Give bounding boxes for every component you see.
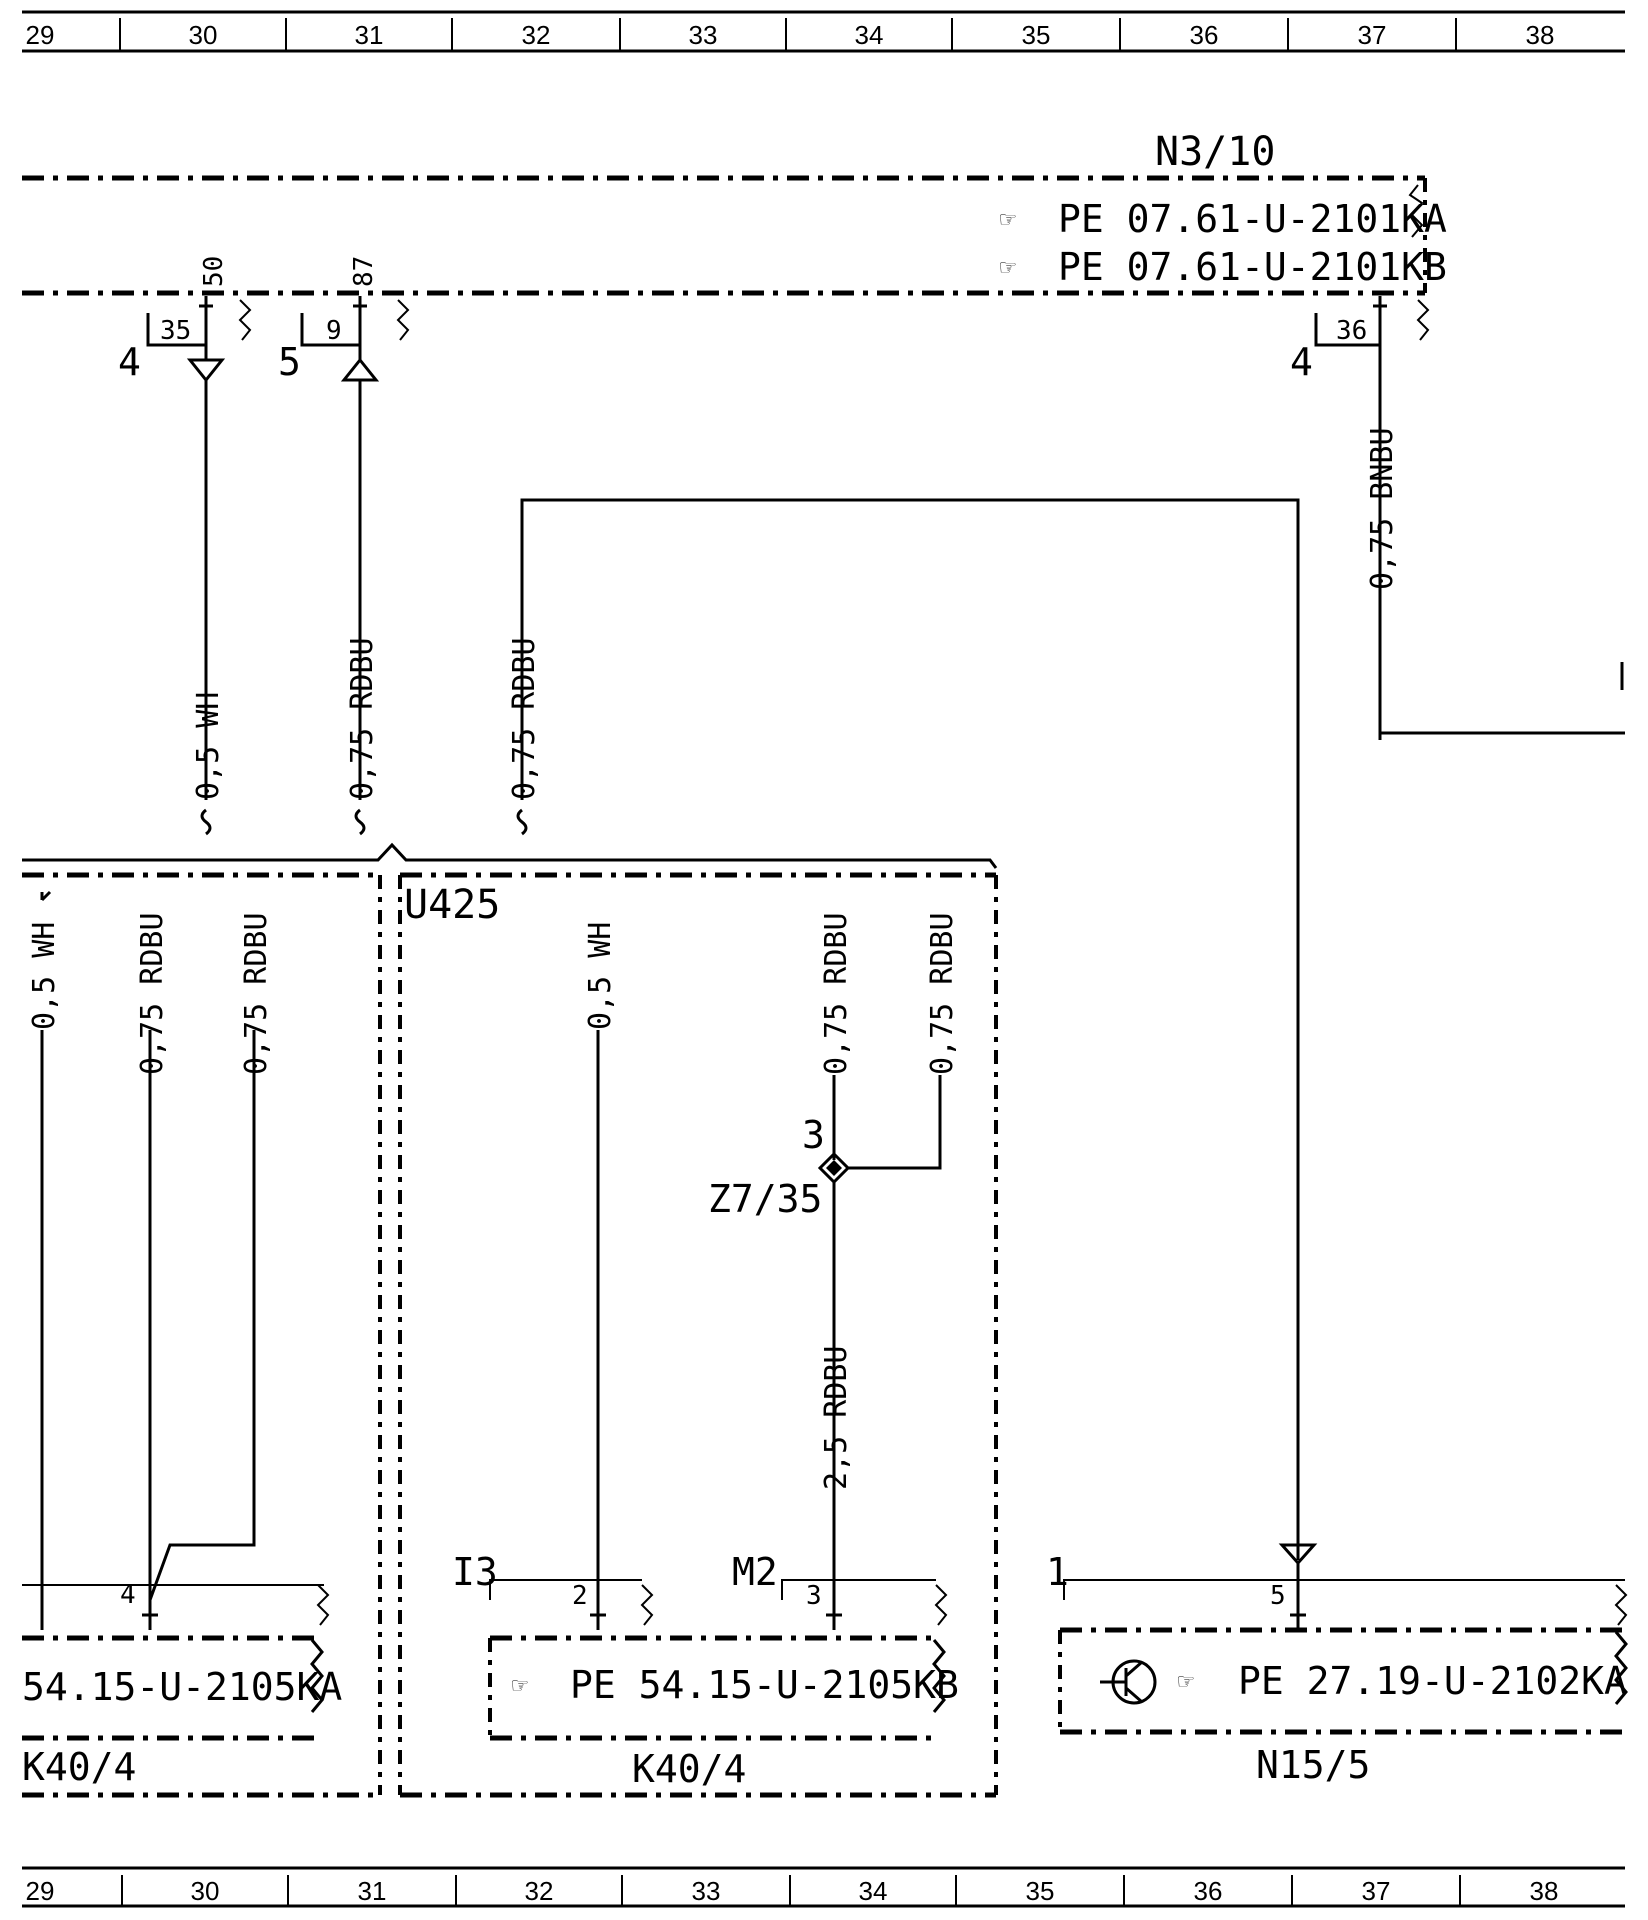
wire-left-rdbu-b: 0,75 RDBU: [148, 912, 274, 1601]
wire-u425-rdbu-b: 0,75 RDBU: [848, 912, 960, 1170]
left-block-ref[interactable]: 54.15-U-2105KA: [22, 1665, 342, 1709]
wire-label-l1: 0,5 WH: [27, 922, 62, 1030]
k40-4-label: K40/4: [632, 1747, 746, 1791]
hand-pointer-icon: ☞: [512, 1671, 528, 1701]
k40-4-pin-m: M2: [732, 1550, 778, 1594]
grid-label-bottom-30: 30: [191, 1876, 220, 1906]
splice-z7-35: 3 Z7/35: [708, 1113, 851, 1221]
pin-term-87: 87: [349, 256, 379, 287]
n3-10-label: N3/10: [1155, 129, 1275, 175]
wire-continuation-icon: [354, 808, 366, 836]
pin-number-9: 9: [326, 316, 342, 346]
k40-4-pin-m-num: 3: [806, 1581, 822, 1611]
wire-continuation-icon: [516, 808, 528, 836]
plug-arrow-down-icon: [1278, 1543, 1318, 1566]
wire-left-wh: 0,5 WH: [27, 890, 62, 1603]
pin-number-35: 35: [160, 316, 191, 346]
k40-4-ref-text: PE 54.15-U-2105KB: [570, 1663, 959, 1707]
n3-10-ref-b-text: PE 07.61-U-2101KB: [1058, 245, 1447, 289]
grid-label-31: 31: [355, 20, 384, 50]
plug-arrow-up-icon: [340, 357, 380, 382]
n3-10-pin-36: 36 4: [1290, 296, 1430, 740]
component-n15-5: 1 5 ☞ PE 27.19-U-2102KA N15/5: [1046, 1543, 1628, 1787]
left-block-pin: 4: [120, 1580, 136, 1610]
n3-10-ref-b[interactable]: ☞ PE 07.61-U-2101KB: [1000, 245, 1447, 289]
wire-u425-rdbu-a: 0,75 RDBU: [819, 912, 854, 1160]
wire-label-u3: 0,75 RDBU: [925, 912, 960, 1075]
k40-4-ref[interactable]: ☞ PE 54.15-U-2105KB: [512, 1663, 959, 1707]
left-block-label: K40/4: [22, 1745, 136, 1789]
grid-label-29: 29: [26, 20, 55, 50]
wire-rdbu-0-75-b: 0,75 RDBU: [507, 498, 1300, 1560]
wire-rdbu-0-75-a: 0,75 RDBU: [345, 380, 380, 836]
grid-label-bottom-32: 32: [525, 1876, 554, 1906]
n15-5-pin: 5: [1270, 1581, 1286, 1611]
hand-pointer-icon: ☞: [1178, 1667, 1194, 1697]
wire-label-u1: 0,5 WH: [583, 922, 618, 1030]
grid-label-bottom-31: 31: [358, 1876, 387, 1906]
grid-strip-top: 29 30 31 32 33 34 35 36 37 38: [22, 10, 1625, 53]
grid-strip-bottom: 29 30 31 32 33 34 35 36 37 38: [22, 1866, 1625, 1908]
n3-10-pin-9: 87 9 5: [278, 256, 410, 384]
component-k40-4: I3 2 M2 3 ☞ PE 54.15-U-2105KB K40/4: [452, 1550, 959, 1791]
wire-left-rdbu-a: 0,75 RDBU: [135, 912, 170, 1603]
pin-number-36: 36: [1336, 316, 1367, 346]
component-k40-4-left: 4 54.15-U-2105KA K40/4: [22, 1580, 342, 1789]
connector-label-5: 5: [278, 340, 301, 384]
grid-label-bottom-36: 36: [1194, 1876, 1223, 1906]
wire-continuation-icon: [200, 808, 212, 836]
grid-label-bottom-34: 34: [859, 1876, 888, 1906]
grid-label-35: 35: [1022, 20, 1051, 50]
wire-label-w1: 0,5 WH: [191, 692, 226, 800]
wire-label-l3: 0,75 RDBU: [239, 912, 274, 1075]
pin-term-50: 50: [199, 256, 229, 287]
n15-5-label: N15/5: [1256, 1743, 1370, 1787]
component-n3-10: N3/10 ☞ PE 07.61-U-2101KA ☞ PE 07.61-U-2…: [22, 129, 1447, 296]
wire-label-l2: 0,75 RDBU: [135, 912, 170, 1075]
n15-5-ref[interactable]: ☞ PE 27.19-U-2102KA: [1178, 1659, 1627, 1703]
wire-u425-rdbu-2-5: 2,5 RDBU: [819, 1180, 854, 1603]
grid-label-bottom-38: 38: [1530, 1876, 1559, 1906]
grid-label-33: 33: [689, 20, 718, 50]
grid-label-34: 34: [855, 20, 884, 50]
grid-label-bottom-37: 37: [1362, 1876, 1391, 1906]
u425-harness-group: U425: [22, 842, 998, 1798]
n3-10-ref-a-text: PE 07.61-U-2101KA: [1058, 197, 1447, 241]
break-zigzag-icon: [1408, 184, 1424, 238]
n15-5-ref-text: PE 27.19-U-2102KA: [1238, 1659, 1627, 1703]
n15-5-conn: 1: [1046, 1550, 1069, 1594]
splice-label: Z7/35: [708, 1177, 822, 1221]
plug-arrow-down-icon: [186, 358, 226, 383]
grid-label-38: 38: [1526, 20, 1555, 50]
connector-label-4b: 4: [1290, 340, 1313, 384]
wire-label-u4: 2,5 RDBU: [819, 1346, 854, 1491]
grid-label-37: 37: [1358, 20, 1387, 50]
n3-10-pin-35: 50 35 4: [118, 256, 252, 384]
grid-label-32: 32: [522, 20, 551, 50]
wire-u425-wh: 0,5 WH: [583, 922, 618, 1603]
wire-bnbu-0-75: 0,75 BNBU: [1365, 427, 1625, 740]
n3-10-ref-a[interactable]: ☞ PE 07.61-U-2101KA: [1000, 197, 1447, 241]
wire-label-u2: 0,75 RDBU: [819, 912, 854, 1075]
wire-label-w2: 0,75 RDBU: [345, 637, 380, 800]
splice-pin: 3: [802, 1113, 825, 1157]
wire-label-w3: 0,75 RDBU: [507, 637, 542, 800]
grid-label-bottom-29: 29: [26, 1876, 55, 1906]
k40-4-pin-i-num: 2: [572, 1581, 588, 1611]
wire-wh-0-5: 0,5 WH: [191, 380, 226, 836]
break-zigzag-icon: [316, 1584, 330, 1626]
grid-label-36: 36: [1190, 20, 1219, 50]
grid-label-bottom-35: 35: [1026, 1876, 1055, 1906]
grid-label-bottom-33: 33: [692, 1876, 721, 1906]
connector-label-4: 4: [118, 340, 141, 384]
transistor-icon: [1100, 1659, 1157, 1705]
u425-label: U425: [404, 882, 500, 928]
grid-label-30: 30: [189, 20, 218, 50]
hand-pointer-icon: ☞: [1000, 205, 1016, 235]
wire-label-w4: 0,75 BNBU: [1365, 427, 1400, 590]
splice-diamond-icon: [817, 1151, 851, 1185]
hand-pointer-icon: ☞: [1000, 253, 1016, 283]
